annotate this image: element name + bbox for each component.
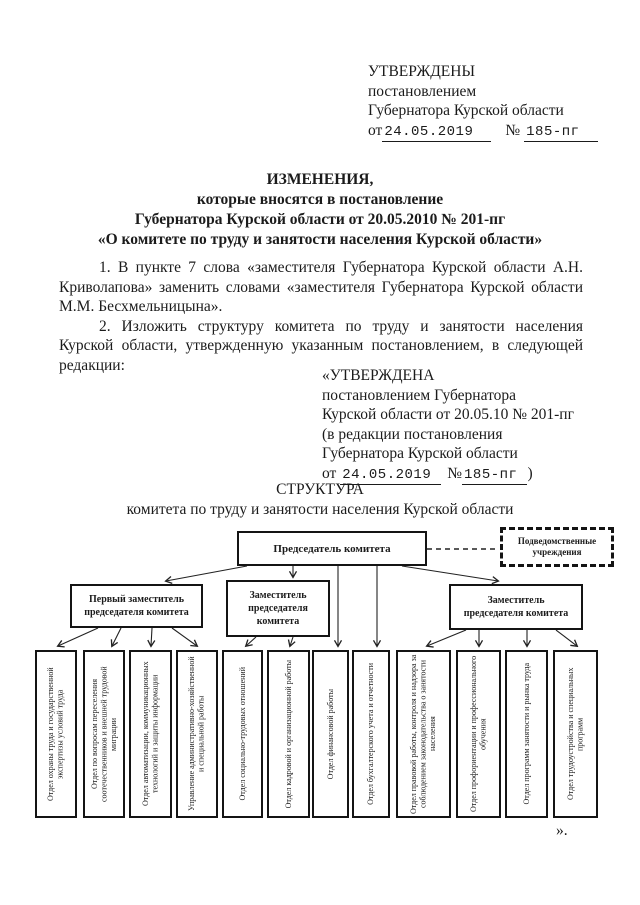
structure-heading-line: комитета по труду и занятости населения … bbox=[126, 501, 514, 518]
department-box: Отдел кадровой и организационной работы bbox=[267, 650, 310, 818]
approval-line: (в редакции постановления bbox=[322, 425, 503, 443]
department-box: Отдел правовой работы, контроля и надзор… bbox=[396, 650, 451, 818]
title-line: ИЗМЕНЕНИЯ, bbox=[266, 171, 374, 188]
number-value: 185-пг bbox=[524, 123, 598, 142]
document-body: 1. В пункте 7 слова «заместителя Губерна… bbox=[59, 258, 583, 375]
department-box: Отдел финансовой работы bbox=[312, 650, 349, 818]
department-label: Управление административно-хозяйственной… bbox=[187, 656, 206, 812]
chairman-label: Председатель комитета bbox=[273, 542, 391, 555]
department-box: Отдел трудоустройства и специальных прог… bbox=[553, 650, 598, 818]
deputy-second-label: Заместитель председателя комитета bbox=[248, 590, 308, 627]
number-sign: № bbox=[505, 121, 521, 139]
department-label: Отдел кадровой и организационной работы bbox=[283, 659, 293, 809]
department-box: Отдел профориентации и профессионального… bbox=[456, 650, 501, 818]
approval-line: Курской области от 20.05.10 № 201-пг bbox=[322, 406, 574, 423]
department-label: Отдел социально-трудовых отношений bbox=[237, 667, 247, 801]
department-box: Отдел по вопросам переселения соотечеств… bbox=[83, 650, 125, 818]
body-paragraph: 1. В пункте 7 слова «заместителя Губерна… bbox=[59, 259, 583, 315]
subordinate-units-box: Подведомственные учреждения bbox=[500, 527, 614, 567]
department-box: Отдел программ занятости и рынка труда bbox=[505, 650, 548, 818]
deputy-third-box: Заместитель председателя комитета bbox=[449, 584, 583, 630]
chairman-box: Председатель комитета bbox=[237, 531, 427, 566]
department-box: Отдел охраны труда и государственной экс… bbox=[35, 650, 77, 818]
deputy-first-label: Первый заместитель председателя комитета bbox=[84, 594, 189, 618]
department-label: Отдел охраны труда и государственной экс… bbox=[46, 667, 65, 801]
approval-line: постановлением Губернатора bbox=[322, 386, 517, 404]
deputy-first-box: Первый заместитель председателя комитета bbox=[70, 584, 203, 628]
department-label: Отдел правовой работы, контроля и надзор… bbox=[409, 654, 438, 814]
structure-heading: СТРУКТУРА комитета по труду и занятости … bbox=[0, 480, 640, 520]
structure-heading-line: СТРУКТУРА bbox=[276, 481, 364, 498]
title-line: которые вносятся в постановление bbox=[196, 191, 444, 208]
approval-line: «УТВЕРЖДЕНА bbox=[322, 367, 435, 384]
approval-line: Губернатора Курской области bbox=[368, 102, 564, 119]
date-value: 24.05.2019 bbox=[340, 466, 442, 485]
approval-line: постановлением bbox=[368, 82, 477, 100]
approval-line: УТВЕРЖДЕНЫ bbox=[368, 63, 475, 80]
approval-stamp-top: УТВЕРЖДЕНЫ постановлением Губернатора Ку… bbox=[368, 62, 598, 142]
number-sign: № bbox=[447, 464, 463, 482]
date-value: 24.05.2019 bbox=[382, 123, 492, 142]
deputy-third-label: Заместитель председателя комитета bbox=[463, 595, 569, 619]
department-label: Отдел бухгалтерского учета и отчетности bbox=[366, 663, 376, 805]
approval-stamp-inner: «УТВЕРЖДЕНА постановлением Губернатора К… bbox=[322, 366, 574, 485]
department-label: Отдел автоматизации, коммуникационных те… bbox=[140, 661, 160, 807]
department-box: Управление административно-хозяйственной… bbox=[176, 650, 218, 818]
date-prefix: от bbox=[368, 121, 383, 139]
department-label: Отдел по вопросам переселения соотечеств… bbox=[89, 666, 118, 802]
number-value: 185-пг bbox=[462, 466, 528, 485]
closing-quote-mark: ». bbox=[556, 822, 568, 839]
department-label: Отдел программ занятости и рынка труда bbox=[521, 663, 531, 805]
closing-paren: ) bbox=[527, 464, 533, 482]
title-line: Губернатора Курской области от 20.05.201… bbox=[134, 211, 506, 228]
date-prefix: от bbox=[322, 464, 337, 482]
title-line: «О комитете по труду и занятости населен… bbox=[97, 231, 543, 248]
department-label: Отдел трудоустройства и специальных прог… bbox=[565, 667, 585, 801]
department-box: Отдел социально-трудовых отношений bbox=[222, 650, 263, 818]
page-title: ИЗМЕНЕНИЯ, которые вносятся в постановле… bbox=[0, 170, 640, 250]
deputy-second-box: Заместитель председателя комитета bbox=[226, 580, 330, 637]
body-paragraph: 2. Изложить структуру комитета по труду … bbox=[59, 317, 583, 374]
department-label: Отдел профориентации и профессионального… bbox=[468, 655, 488, 813]
department-box: Отдел автоматизации, коммуникационных те… bbox=[129, 650, 172, 818]
department-label: Отдел финансовой работы bbox=[325, 688, 335, 780]
subordinate-units-label: Подведомственные учреждения bbox=[517, 536, 597, 557]
department-box: Отдел бухгалтерского учета и отчетности bbox=[352, 650, 390, 818]
approval-line: Губернатора Курской области bbox=[322, 445, 518, 462]
